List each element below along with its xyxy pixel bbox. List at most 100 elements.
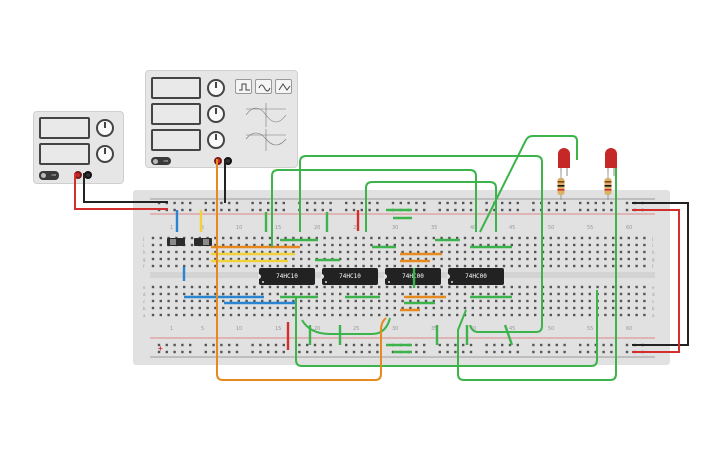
- row-letter: i: [143, 243, 145, 248]
- generator-power-switch[interactable]: on: [151, 157, 171, 165]
- hole: [627, 299, 630, 303]
- hole: [229, 257, 233, 261]
- hole: [409, 292, 412, 296]
- rail-hole: [360, 343, 363, 347]
- amplitude-knob[interactable]: [207, 105, 225, 123]
- rail-hole: [251, 201, 254, 205]
- hole: [417, 243, 420, 247]
- hole: [526, 285, 529, 289]
- hole: [534, 236, 537, 240]
- triangle-wave-button[interactable]: [275, 79, 292, 94]
- hole: [331, 285, 334, 289]
- green-wire: [503, 324, 514, 346]
- hole: [401, 292, 404, 296]
- resistor[interactable]: [604, 172, 612, 200]
- hole: [393, 264, 396, 268]
- slide-switch[interactable]: [194, 238, 212, 246]
- hole: [253, 250, 256, 254]
- hole: [300, 264, 303, 268]
- hole: [253, 243, 256, 247]
- power-switch[interactable]: on: [39, 171, 59, 180]
- ic-chip[interactable]: 74HC00: [447, 268, 504, 285]
- ic-chip[interactable]: 74HC10: [321, 268, 378, 285]
- hole: [151, 243, 155, 247]
- hole: [245, 264, 248, 268]
- rail-hole: [462, 201, 465, 205]
- slide-switch-handle[interactable]: [203, 239, 209, 245]
- hole: [307, 292, 311, 296]
- hole: [502, 313, 506, 317]
- hole: [549, 285, 552, 289]
- hole: [167, 292, 170, 296]
- amplitude-display: [151, 103, 201, 125]
- hole: [159, 236, 162, 240]
- hole: [635, 313, 638, 317]
- hole: [619, 299, 623, 303]
- hole: [487, 306, 490, 310]
- hole: [206, 285, 209, 289]
- hole: [440, 264, 443, 268]
- hole: [596, 236, 599, 240]
- row-letter: a: [143, 313, 146, 318]
- resistor[interactable]: [557, 172, 565, 200]
- rail-hole: [516, 201, 519, 205]
- hole: [448, 257, 451, 261]
- frequency-knob[interactable]: [207, 79, 225, 97]
- slide-switch[interactable]: [167, 238, 185, 246]
- hole: [409, 299, 412, 303]
- hole: [409, 313, 412, 317]
- hole: [284, 264, 287, 268]
- rail-hole: [360, 201, 363, 205]
- rail-hole: [415, 350, 418, 354]
- hole: [393, 236, 396, 240]
- hole: [385, 299, 389, 303]
- ic-chip[interactable]: 74HC10: [258, 268, 315, 285]
- hole: [159, 306, 162, 310]
- rail-hole: [228, 350, 231, 354]
- hole: [198, 313, 201, 317]
- hole: [339, 243, 342, 247]
- hole: [580, 292, 584, 296]
- rail-hole: [462, 350, 465, 354]
- hole: [432, 306, 435, 310]
- rail-hole: [501, 208, 504, 212]
- rail-hole: [563, 343, 566, 347]
- hole: [619, 264, 623, 268]
- rail-hole: [259, 350, 262, 354]
- hole: [151, 299, 155, 303]
- hole: [229, 243, 233, 247]
- voltage-knob[interactable]: [96, 119, 114, 137]
- current-knob[interactable]: [96, 145, 114, 163]
- hole: [573, 299, 576, 303]
- hole: [261, 236, 264, 240]
- hole: [300, 236, 303, 240]
- rail-hole: [438, 201, 441, 205]
- rail-hole: [282, 208, 285, 212]
- hole: [190, 257, 194, 261]
- offset-knob[interactable]: [207, 131, 225, 149]
- slide-switch-handle[interactable]: [170, 239, 176, 245]
- hole: [417, 292, 420, 296]
- square-wave-button[interactable]: [235, 79, 252, 94]
- hole: [502, 306, 506, 310]
- hole: [495, 257, 498, 261]
- hole: [495, 306, 498, 310]
- row-letter: e: [652, 285, 655, 290]
- hole: [635, 292, 638, 296]
- hole: [206, 299, 209, 303]
- hole: [393, 313, 396, 317]
- rail-hole: [251, 350, 254, 354]
- rail-hole: [423, 208, 426, 212]
- col-num: 55: [587, 225, 594, 231]
- rail-hole: [345, 208, 348, 212]
- rail-hole: [415, 208, 418, 212]
- hole: [502, 257, 506, 261]
- hole: [635, 250, 638, 254]
- rail-hole: [407, 201, 410, 205]
- hole: [417, 236, 420, 240]
- sine-wave-button[interactable]: [255, 79, 272, 94]
- rail-hole: [274, 208, 278, 212]
- hole: [643, 243, 646, 247]
- hole: [284, 243, 287, 247]
- hole: [245, 250, 248, 254]
